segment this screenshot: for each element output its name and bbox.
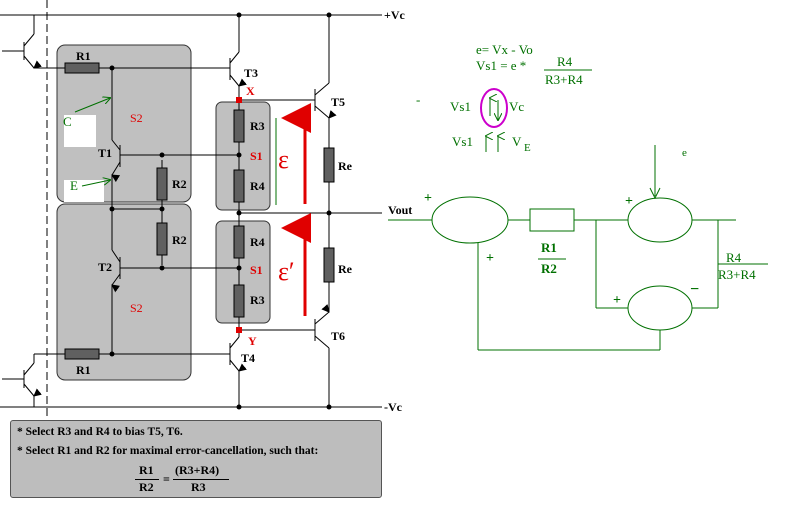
eq-line2-den: R3+R4 (545, 72, 583, 87)
t4-label: T4 (241, 351, 255, 365)
eq-dash: - (416, 92, 420, 107)
block-diagram (388, 145, 736, 351)
note-eq: = (163, 472, 170, 486)
r4-top-label: R4 (250, 179, 265, 193)
r4-top-resistor (233, 169, 245, 203)
e-arrow (81, 180, 110, 187)
panel-bottom-divider (215, 220, 271, 324)
c-label: C (63, 114, 72, 129)
block-e-label: e (682, 147, 687, 159)
r4-bottom-resistor (233, 225, 245, 259)
eq-vs1: Vs1 (450, 99, 471, 114)
t3-label: T3 (244, 66, 258, 80)
re-top-label: Re (338, 159, 353, 173)
block-plus-2: + (486, 251, 494, 266)
r3-top-resistor (233, 109, 245, 143)
e-white-box (64, 180, 104, 202)
epsilon-top: ε (278, 145, 289, 174)
t2-transistor (111, 249, 128, 293)
epsilon-bottom: ε′ (278, 257, 295, 286)
vout-label: Vout (388, 203, 412, 217)
eq-ve-sub: E (524, 142, 531, 154)
c-white-box (64, 115, 96, 147)
t2-label: T2 (98, 260, 112, 274)
r2-top-resistor (156, 167, 168, 201)
highlight-ellipse (480, 88, 508, 128)
re-top-resistor (323, 147, 335, 183)
block-r1: R1 (541, 240, 557, 255)
input-transistor-bottom (2, 353, 65, 407)
note-frac-right-den: R3 (191, 480, 206, 494)
t1-label: T1 (98, 146, 112, 160)
r4-bottom-label: R4 (250, 235, 265, 249)
s1-top-label: S1 (250, 149, 263, 163)
r1-top-resistor (64, 62, 100, 74)
block-plus-4: + (613, 293, 621, 308)
t3-transistor (229, 15, 247, 100)
t4-transistor (229, 330, 247, 407)
e-input-arrow (649, 187, 661, 200)
node-x-marker (236, 97, 242, 103)
eq-line2-prefix: Vs1 = e * (476, 58, 526, 73)
r3-bottom-resistor (233, 284, 245, 318)
e-label: E (70, 178, 78, 193)
vminus-label: -Vc (384, 400, 403, 414)
note-line-2: * Select R1 and R2 for maximal error-can… (17, 445, 319, 457)
vplus-label: +Vc (384, 8, 406, 22)
t5-transistor (314, 15, 337, 312)
s2-top-label: S2 (130, 111, 143, 125)
input-transistor-top (2, 15, 65, 69)
block-minus: − (690, 281, 699, 298)
t6-transistor (314, 304, 330, 407)
r3-top-label: R3 (250, 119, 265, 133)
eq-ve: V (512, 134, 522, 149)
re-bottom-label: Re (338, 262, 353, 276)
r2-bottom-label: R2 (172, 233, 187, 247)
eq-vc: Vc (509, 99, 524, 114)
eq-line1: e= Vx - Vo (476, 42, 533, 57)
s1-bottom-label: S1 (250, 263, 263, 277)
left-block-wires (99, 67, 240, 355)
r2-bottom-resistor (156, 222, 168, 256)
node-y-label: Y (248, 334, 257, 348)
note-frac-right-num: (R3+R4) (175, 463, 220, 477)
note-line-1: * Select R3 and R4 to bias T5, T6. (17, 426, 183, 438)
r3-bottom-label: R3 (250, 293, 265, 307)
note-frac-left-num: R1 (139, 463, 154, 477)
r1-top-label: R1 (76, 49, 91, 63)
r2-top-label: R2 (172, 177, 187, 191)
t5-label: T5 (331, 95, 345, 109)
re-bottom-resistor (323, 247, 335, 283)
block-plus-3: + (625, 194, 633, 209)
eq-line2-num: R4 (557, 54, 573, 69)
note-frac-left-den: R2 (139, 480, 154, 494)
r1-bottom-resistor (64, 348, 100, 360)
r1-bottom-label: R1 (76, 363, 91, 377)
panel-top-left (56, 44, 192, 203)
block-r2: R2 (541, 261, 557, 276)
note-frac-right-bar (173, 479, 229, 480)
t6-label: T6 (331, 329, 345, 343)
block-gain-den: R3+R4 (718, 267, 756, 282)
node-y-marker (236, 327, 242, 333)
panel-top-divider (215, 101, 271, 211)
block-plus-1: + (424, 191, 432, 206)
t1-transistor (111, 139, 128, 183)
block-gain-num: R4 (726, 250, 742, 265)
node-x-label: X (246, 84, 255, 98)
s2-bottom-label: S2 (130, 301, 143, 315)
c-arrow (74, 98, 110, 113)
notes-box: * Select R3 and R4 to bias T5, T6. * Sel… (10, 420, 382, 498)
note-frac-left-bar (135, 479, 159, 480)
eq-vs1b: Vs1 (452, 134, 473, 149)
